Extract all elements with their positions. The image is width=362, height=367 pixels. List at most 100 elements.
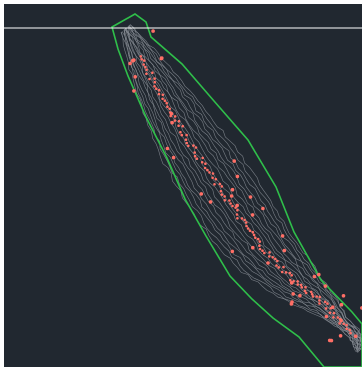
survey-point bbox=[144, 65, 147, 69]
survey-point bbox=[248, 195, 253, 199]
contour-line bbox=[121, 31, 359, 353]
survey-point bbox=[290, 274, 294, 277]
survey-point bbox=[276, 259, 279, 263]
survey-point bbox=[318, 299, 321, 302]
survey-point bbox=[169, 111, 174, 116]
survey-point bbox=[268, 255, 271, 258]
survey-point bbox=[263, 251, 266, 255]
survey-point bbox=[153, 80, 157, 84]
survey-point bbox=[219, 189, 223, 193]
survey-point bbox=[303, 289, 307, 293]
survey-point bbox=[153, 77, 156, 80]
survey-point bbox=[185, 141, 189, 145]
contour-line bbox=[127, 26, 362, 346]
survey-point bbox=[271, 256, 275, 259]
contour-line bbox=[125, 27, 362, 350]
survey-point bbox=[289, 278, 292, 282]
contour-line bbox=[121, 31, 359, 353]
survey-point bbox=[180, 133, 184, 137]
survey-point bbox=[220, 193, 224, 196]
survey-point bbox=[282, 248, 287, 253]
survey-point bbox=[235, 203, 239, 208]
survey-point bbox=[132, 58, 136, 62]
survey-point bbox=[173, 119, 177, 122]
survey-point bbox=[161, 93, 165, 97]
survey-point bbox=[232, 159, 236, 163]
cad-viewport[interactable] bbox=[4, 4, 362, 367]
survey-point bbox=[211, 172, 215, 175]
contour-line bbox=[124, 28, 362, 350]
survey-point bbox=[304, 286, 307, 289]
contour-line bbox=[123, 29, 359, 353]
site-boundary bbox=[111, 13, 362, 367]
survey-point bbox=[315, 295, 319, 298]
survey-point bbox=[177, 119, 181, 123]
survey-point bbox=[230, 249, 235, 254]
survey-point bbox=[300, 286, 304, 289]
survey-point bbox=[254, 236, 257, 239]
survey-point bbox=[199, 192, 204, 196]
survey-point bbox=[208, 200, 213, 204]
survey-point bbox=[318, 295, 322, 299]
survey-point bbox=[341, 294, 346, 298]
survey-point bbox=[288, 271, 292, 275]
survey-point bbox=[317, 272, 321, 277]
survey-point bbox=[223, 199, 227, 202]
survey-point bbox=[132, 89, 136, 93]
survey-point bbox=[268, 251, 271, 254]
contour-line bbox=[124, 29, 360, 352]
contour-line bbox=[124, 29, 362, 350]
survey-point bbox=[235, 174, 240, 179]
survey-point bbox=[261, 206, 265, 211]
survey-point bbox=[165, 146, 170, 151]
survey-point bbox=[258, 244, 261, 247]
survey-point bbox=[228, 199, 231, 202]
survey-point bbox=[296, 283, 300, 286]
survey-point bbox=[332, 311, 336, 315]
contour-line bbox=[128, 25, 362, 341]
survey-point bbox=[184, 138, 188, 141]
contour-lines bbox=[120, 24, 362, 353]
survey-point bbox=[323, 284, 328, 288]
survey-point bbox=[339, 318, 343, 323]
survey-point bbox=[258, 247, 262, 251]
survey-point bbox=[244, 221, 248, 224]
survey-point bbox=[151, 71, 154, 74]
survey-point bbox=[284, 271, 288, 274]
survey-point bbox=[324, 314, 329, 319]
cad-drawing-canvas[interactable] bbox=[4, 4, 362, 367]
survey-point bbox=[323, 300, 327, 304]
survey-point bbox=[336, 316, 340, 319]
survey-point bbox=[339, 302, 344, 307]
survey-point bbox=[349, 331, 352, 335]
survey-point bbox=[223, 195, 226, 198]
contour-line bbox=[125, 28, 362, 351]
survey-point bbox=[157, 92, 161, 96]
survey-point bbox=[230, 187, 235, 192]
survey-point bbox=[236, 208, 239, 212]
survey-point bbox=[243, 218, 246, 222]
contour-line bbox=[128, 25, 362, 344]
survey-point bbox=[211, 176, 214, 180]
survey-point bbox=[229, 194, 234, 198]
survey-point bbox=[231, 204, 234, 208]
survey-point bbox=[280, 234, 285, 238]
survey-point bbox=[289, 302, 294, 306]
contour-line bbox=[130, 24, 362, 340]
survey-point bbox=[348, 328, 352, 332]
survey-point bbox=[142, 63, 145, 66]
survey-point bbox=[161, 97, 164, 101]
survey-point bbox=[185, 133, 188, 137]
survey-point bbox=[128, 61, 132, 66]
survey-point bbox=[234, 206, 237, 209]
boundary-polygon bbox=[111, 13, 362, 367]
survey-point bbox=[304, 291, 308, 295]
survey-point bbox=[310, 292, 314, 296]
survey-point bbox=[250, 213, 255, 217]
survey-point bbox=[192, 144, 195, 147]
survey-point bbox=[157, 88, 161, 92]
survey-point bbox=[251, 230, 255, 234]
survey-point bbox=[299, 283, 303, 287]
survey-point bbox=[177, 124, 180, 127]
survey-point bbox=[291, 292, 296, 296]
